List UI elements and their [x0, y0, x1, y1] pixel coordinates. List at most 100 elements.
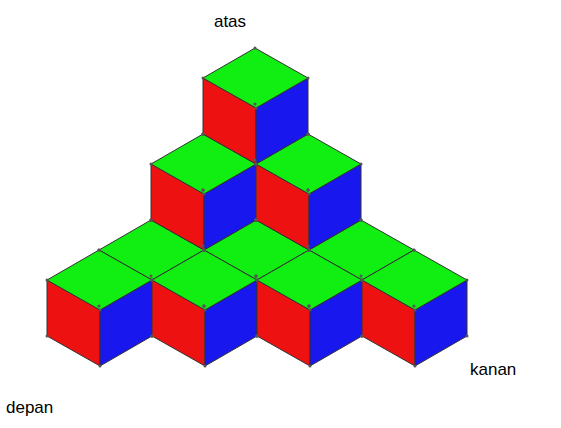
vertex-dot: [308, 305, 311, 308]
top-face: [362, 250, 467, 310]
vertex-dot: [202, 77, 205, 80]
front-label: depan: [6, 398, 53, 418]
vertex-dot: [360, 219, 363, 222]
vertex-dot: [255, 219, 258, 222]
vertex-dot: [202, 133, 205, 136]
vertex-dot: [414, 365, 417, 368]
vertex-dot: [203, 305, 206, 308]
vertex-dot: [255, 219, 258, 222]
vertex-dot: [308, 249, 311, 252]
vertex-dot: [202, 189, 205, 192]
vertex-dot: [308, 305, 311, 308]
top-label: atas: [214, 12, 246, 32]
vertex-dot: [307, 245, 310, 248]
vertex-dot: [361, 279, 364, 282]
vertex-dot: [98, 249, 101, 252]
vertex-dot: [46, 335, 49, 338]
vertex-dot: [150, 219, 153, 222]
vertex-dot: [202, 189, 205, 192]
vertex-dot: [151, 335, 154, 338]
vertex-dot: [360, 219, 363, 222]
vertex-dot: [203, 249, 206, 252]
vertex-dot: [360, 163, 363, 166]
vertex-dot: [360, 275, 363, 278]
vertex-dot: [151, 279, 154, 282]
vertex-dot: [98, 249, 101, 252]
vertex-dot: [204, 309, 207, 312]
vertex-dot: [203, 249, 206, 252]
vertex-dot: [151, 335, 154, 338]
vertex-dot: [255, 219, 258, 222]
vertex-dot: [256, 335, 259, 338]
vertex-dot: [203, 305, 206, 308]
vertex-dot: [254, 103, 257, 106]
vertex-dot: [202, 133, 205, 136]
vertex-dot: [308, 249, 311, 252]
vertex-dot: [203, 249, 206, 252]
vertex-dot: [413, 249, 416, 252]
cube: [203, 48, 308, 164]
vertex-dot: [413, 249, 416, 252]
vertex-dot: [414, 309, 417, 312]
vertex-dot: [99, 309, 102, 312]
vertex-dot: [307, 77, 310, 80]
vertex-dot: [255, 275, 258, 278]
vertex-dot: [203, 305, 206, 308]
vertex-dot: [150, 219, 153, 222]
vertex-dot: [361, 335, 364, 338]
cube: [362, 250, 467, 366]
vertex-dot: [151, 279, 154, 282]
vertex-dot: [256, 279, 259, 282]
cube: [257, 250, 362, 366]
vertex-dot: [255, 219, 258, 222]
vertex-dot: [46, 279, 49, 282]
vertex-dot: [307, 189, 310, 192]
vertex-dot: [99, 365, 102, 368]
vertex-dot: [307, 133, 310, 136]
vertex-dot: [202, 189, 205, 192]
vertex-dot: [307, 133, 310, 136]
vertex-dot: [256, 279, 259, 282]
vertex-dot: [255, 275, 258, 278]
vertex-dot: [202, 245, 205, 248]
vertex-dot: [254, 159, 257, 162]
vertex-dot: [151, 279, 154, 282]
top-face: [152, 250, 257, 310]
vertex-dot: [361, 335, 364, 338]
vertex-dot: [203, 249, 206, 252]
vertex-dot: [309, 365, 312, 368]
top-face: [47, 250, 152, 310]
vertex-dot: [360, 219, 363, 222]
vertex-dot: [150, 163, 153, 166]
cube: [47, 250, 152, 366]
vertex-dot: [204, 365, 207, 368]
vertex-dot: [413, 305, 416, 308]
vertex-dot: [361, 279, 364, 282]
vertex-dot: [151, 335, 154, 338]
vertex-dot: [308, 305, 311, 308]
vertex-dot: [203, 249, 206, 252]
vertex-dot: [308, 249, 311, 252]
vertex-dot: [255, 163, 258, 166]
vertex-dot: [307, 133, 310, 136]
vertex-dot: [150, 275, 153, 278]
vertex-dot: [309, 309, 312, 312]
vertex-dot: [256, 335, 259, 338]
vertex-dot: [255, 275, 258, 278]
vertex-dot: [255, 163, 258, 166]
vertex-dot: [254, 47, 257, 50]
vertex-dot: [361, 335, 364, 338]
vertex-dot: [256, 335, 259, 338]
right-label: kanan: [470, 360, 516, 380]
vertex-dot: [466, 335, 469, 338]
vertex-dot: [255, 219, 258, 222]
cube: [152, 250, 257, 366]
vertex-dot: [203, 193, 206, 196]
vertex-dot: [202, 133, 205, 136]
vertex-dot: [255, 163, 258, 166]
vertex-dot: [255, 163, 258, 166]
vertex-dot: [308, 193, 311, 196]
vertex-dot: [361, 279, 364, 282]
vertex-dot: [466, 279, 469, 282]
vertex-dot: [308, 249, 311, 252]
